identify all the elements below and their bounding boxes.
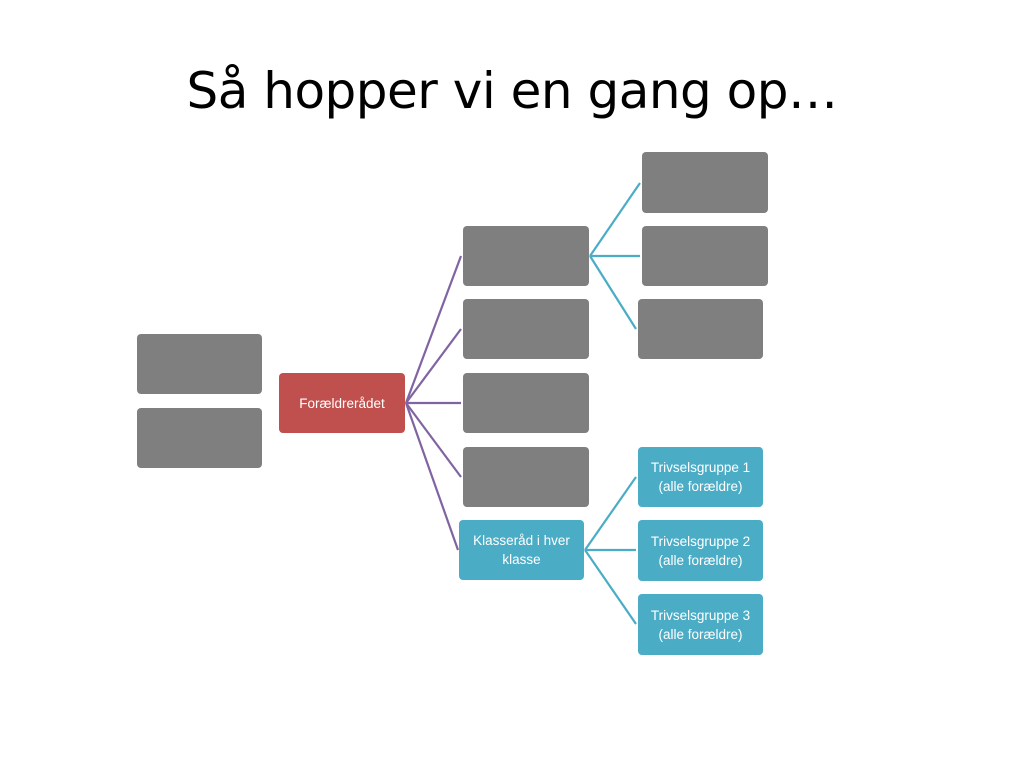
placeholder-box-left-bottom <box>137 408 262 468</box>
connector-root-to-box-4 <box>405 402 462 478</box>
wellbeing-group-2-label: Trivselsgruppe 2 (alle forældre) <box>650 533 751 568</box>
placeholder-box-level2-1 <box>463 226 589 286</box>
placeholder-box-left-top <box>137 334 262 394</box>
wellbeing-group-2-node: Trivselsgruppe 2 (alle forældre) <box>638 520 763 581</box>
connector-root-to-box-1 <box>404 255 463 404</box>
wellbeing-group-1-label: Trivselsgruppe 1 (alle forældre) <box>650 460 751 494</box>
wellbeing-group-3-node: Trivselsgruppe 3 (alle forældre) <box>638 594 763 655</box>
placeholder-box-level2-4 <box>463 447 589 507</box>
connector-upper-3 <box>589 255 637 330</box>
wellbeing-group-3-label: Trivselsgruppe 3 (alle forældre) <box>650 607 751 642</box>
connector-root-to-box-2 <box>405 328 462 404</box>
connector-lower-1 <box>584 476 637 551</box>
wellbeing-group-1-node: Trivselsgruppe 1 (alle forældre) <box>638 447 763 507</box>
connector-root-to-class-council <box>404 402 460 551</box>
slide-title: Så hopper vi en gang op… <box>186 62 839 120</box>
class-council-label: Klasseråd i hver klasse <box>473 533 570 567</box>
root-node-label: Forældrerådet <box>299 395 385 411</box>
placeholder-box-level2-2 <box>463 299 589 359</box>
placeholder-box-level3-1 <box>642 152 768 213</box>
placeholder-box-level2-3 <box>463 373 589 433</box>
connector-upper-1 <box>589 182 641 257</box>
placeholder-box-level3-3 <box>638 299 763 359</box>
class-council-node: Klasseråd i hver klasse <box>459 520 584 580</box>
root-node: Forældrerådet <box>279 373 405 433</box>
connector-lower-3 <box>584 549 637 625</box>
placeholder-box-level3-2 <box>642 226 768 286</box>
